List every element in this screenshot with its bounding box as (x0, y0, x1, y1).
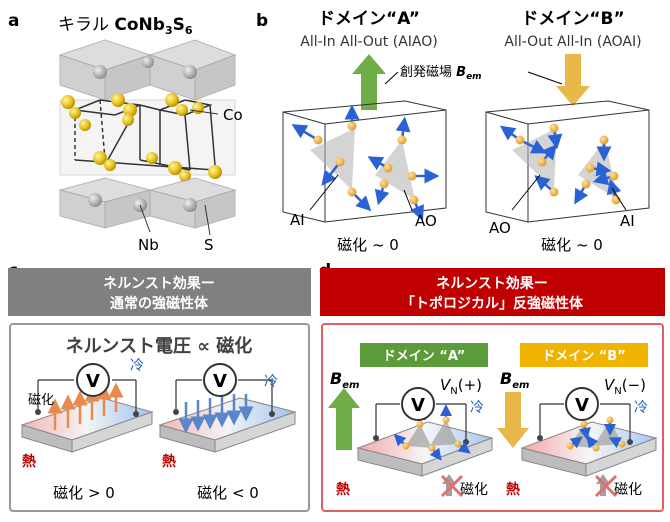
mag-label-a: 磁化 ~ 0 (337, 236, 399, 254)
panel-a-label: a (8, 11, 19, 31)
no-mag-d-b (594, 474, 618, 498)
domain-a-title: ドメイン“A” (318, 9, 420, 29)
heat-label-c-right: 熱 (162, 453, 176, 470)
green-up-arrow (352, 54, 386, 110)
domain-b-subtitle: All-Out All-In (AOAI) (504, 34, 641, 50)
subfig-d-a: Bem (328, 369, 494, 477)
ao-label-b: AO (489, 219, 511, 237)
mag-label-b: 磁化 ~ 0 (541, 236, 603, 254)
domain-b-title: ドメイン“B” (521, 9, 624, 29)
cube-a (282, 100, 447, 223)
voltmeter-c-left: V (86, 371, 100, 392)
yellow-down-arrow (556, 54, 590, 106)
mag-label-c: 磁化 (28, 393, 54, 408)
panel-b: b ドメイン“A” All-In All-Out (AIAO) ドメイン“B” … (256, 9, 650, 254)
mag-label-d-b: 磁化 (614, 482, 642, 498)
vn-label-b: VN(−) (604, 376, 646, 397)
domain-a-badge (360, 343, 488, 367)
cold-label-d-a: 冷 (470, 400, 484, 416)
panel-a-title: キラル CoNb3S6 (58, 15, 193, 37)
slab-c-positive (20, 363, 154, 453)
panel-a: a キラル CoNb3S6 (8, 11, 243, 254)
panel-d-header (320, 268, 665, 316)
no-mag-d-a (440, 474, 464, 498)
panel-d-header-line1: ネルンスト効果ー (436, 275, 547, 292)
panel-d: d ネルンスト効果ー 「トポロジカル」反強磁性体 ドメイン “A” ドメイン “… (319, 261, 665, 512)
panel-c: c ネルンスト効果ー 通常の強磁性体 ネルンスト電圧 ∝ 磁化 (8, 261, 311, 512)
domain-a-subtitle: All-In All-Out (AIAO) (300, 34, 437, 50)
ai-label-b: AI (620, 212, 635, 230)
heat-label-c-left: 熱 (22, 453, 36, 470)
cold-label-c-right: 冷 (264, 374, 278, 390)
voltmeter-d-b: V (575, 395, 589, 416)
field-leader-a (384, 71, 399, 85)
cold-label-d-b: 冷 (634, 400, 648, 416)
yellow-field-arrow (497, 392, 529, 448)
s-label: S (204, 236, 214, 254)
panel-d-header-line2: 「トポロジカル」反強磁性体 (401, 295, 584, 312)
field-leader-b (527, 71, 563, 85)
crystal-structure-illustration (58, 39, 237, 236)
mag-label-d-a: 磁化 (460, 482, 488, 498)
nb-label: Nb (138, 236, 159, 254)
heat-label-d-a: 熱 (336, 481, 350, 498)
vn-label-a: VN(+) (440, 376, 482, 397)
bem-label-a: Bem (330, 369, 359, 391)
emergent-field-label: 創発磁場 Bem (400, 65, 482, 82)
slab-c-negative (158, 363, 297, 453)
bem-label-b: Bem (500, 369, 529, 391)
voltmeter-c-right: V (213, 371, 227, 392)
panel-c-header-line2: 通常の強磁性体 (110, 295, 209, 312)
mag-positive-label: 磁化 > 0 (53, 484, 115, 502)
cube-b (485, 100, 650, 223)
domain-b-badge-text: ドメイン “B” (542, 349, 626, 364)
ai-label-a: AI (290, 211, 305, 229)
green-field-arrow (328, 388, 360, 450)
voltmeter-d-a: V (411, 395, 425, 416)
cold-label-c-left: 冷 (130, 358, 144, 374)
domain-a-badge-text: ドメイン “A” (383, 349, 465, 364)
ao-label-a: AO (415, 212, 437, 230)
panel-c-title: ネルンスト電圧 ∝ 磁化 (66, 335, 253, 357)
mag-negative-label: 磁化 < 0 (197, 484, 259, 502)
panel-b-label: b (256, 11, 268, 31)
co-label: Co (223, 106, 243, 124)
panel-c-header-line1: ネルンスト効果ー (103, 275, 214, 292)
subfig-d-b: Bem (497, 369, 658, 477)
panel-c-header (8, 268, 311, 316)
heat-label-d-b: 熱 (506, 481, 520, 498)
domain-b-badge (520, 343, 648, 367)
